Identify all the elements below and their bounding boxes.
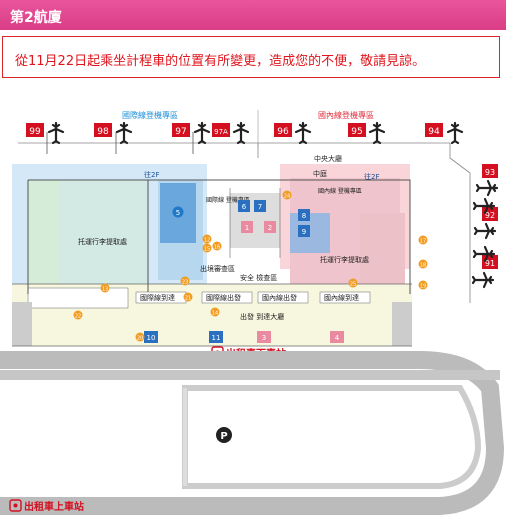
svg-text:18: 18 [420,263,426,269]
svg-text:25: 25 [350,282,356,288]
marker-18: 18 [418,259,428,269]
domestic-zone-label: 國內線登機專區 [318,110,374,120]
gate-97: 97 [172,121,211,154]
marker-11: 11 [209,331,223,343]
svg-text:17: 17 [420,239,426,245]
exit-inspection: 出境審查區 [200,264,235,273]
domestic-boarding: 國內線 登機專區 [318,187,362,195]
notice-box: 從11月22日起乘坐計程車的位置有所變更，造成您的不便，敬請見諒。 [2,36,500,78]
svg-text:20: 20 [137,336,143,342]
page-title: 第2航廈 [10,10,62,26]
gate-98: 98 [94,121,133,154]
courtyard: 中庭 [313,169,327,178]
marker-16: 16 [212,241,222,251]
svg-text:14: 14 [212,311,218,317]
marker-9: 9 [298,225,310,237]
marker-15: 15 [202,243,212,253]
svg-text:97: 97 [175,127,186,137]
marker-10: 10 [144,331,158,343]
svg-text:15: 15 [204,247,210,253]
central-hall: 中央大廳 [314,154,342,163]
notice-text: 從11月22日起乘坐計程車的位置有所變更，造成您的不便，敬請見諒。 [15,54,426,69]
gate-99: 99 [26,121,65,154]
svg-text:8: 8 [302,212,306,220]
marker-17: 17 [418,235,428,245]
baggage-claim-left: 托運行李提取處 [78,237,127,246]
svg-text:24: 24 [284,194,290,200]
svg-text:95: 95 [351,127,362,137]
marker-20: 20 [135,332,145,342]
page-header: 第2航廈 [0,0,506,30]
svg-text:19: 19 [420,284,426,290]
svg-text:6: 6 [242,203,247,211]
svg-text:10: 10 [147,334,156,342]
baggage-claim-right: 托運行李提取處 [320,255,369,264]
marker-7: 7 [254,200,266,212]
svg-text:4: 4 [335,334,340,342]
marker-8: 8 [298,209,310,221]
marker-21: 21 [183,292,193,302]
gate-93: 93 [475,164,499,197]
marker-6: 6 [238,200,250,212]
svg-text:P: P [220,431,227,442]
marker-5: 5 [172,206,184,218]
gate-95: 95 [348,121,386,145]
marker-24: 24 [282,190,292,200]
floor-2f-right: 往2F [364,172,379,181]
parking-icon: P [216,427,232,443]
terminal-map: 國際線登機專區 國內線登機專區 99 98 97 97A 96 95 94 93… [0,110,505,515]
svg-text:13: 13 [102,287,108,293]
gate-94: 94 [425,121,464,145]
marker-14: 14 [210,307,220,317]
svg-text:97A: 97A [214,128,228,136]
marker-25: 25 [348,278,358,288]
svg-text:出租車上車站: 出租車上車站 [24,500,84,513]
departure-arrival-hall: 出發 到達大廳 [240,312,284,321]
svg-text:2: 2 [268,224,272,232]
svg-text:21: 21 [185,296,191,302]
svg-text:96: 96 [277,127,289,137]
marker-13: 13 [100,283,110,293]
svg-text:92: 92 [485,211,495,220]
svg-text:94: 94 [428,127,440,137]
marker-2: 2 [264,221,276,233]
domestic-arrival: 國內線到達 [324,293,359,302]
svg-text:11: 11 [212,334,221,342]
svg-text:93: 93 [485,168,495,177]
intl-departure: 國際線出發 [206,293,241,302]
svg-text:9: 9 [302,228,306,236]
gate-97a: 97A [212,121,250,145]
svg-text:16: 16 [214,245,220,251]
svg-text:23: 23 [182,280,188,286]
gate-96: 96 [274,121,312,145]
marker-23: 23 [180,276,190,286]
svg-text:7: 7 [258,203,262,211]
svg-text:12: 12 [204,238,210,244]
marker-1: 1 [241,221,253,233]
taxi-pickup: 出租車上車站 [9,499,84,513]
intl-boarding: 國際線 登機專區 [206,196,250,204]
marker-22: 22 [73,310,83,320]
marker-3: 3 [257,331,271,343]
security-check: 安全 檢查區 [240,273,277,282]
intl-arrival: 國際線到達 [140,293,175,302]
marker-4: 4 [330,331,344,343]
intl-zone-label: 國際線登機專區 [122,110,178,120]
svg-text:91: 91 [485,259,495,268]
domestic-departure: 國內線出發 [262,293,297,302]
svg-text:3: 3 [262,334,266,342]
svg-text:5: 5 [176,209,180,217]
svg-text:1: 1 [245,224,249,232]
svg-text:22: 22 [75,314,81,320]
marker-19: 19 [418,280,428,290]
floor-2f-left: 往2F [144,170,159,179]
marker-12: 12 [202,234,212,244]
svg-text:98: 98 [97,127,109,137]
svg-text:99: 99 [29,127,41,137]
